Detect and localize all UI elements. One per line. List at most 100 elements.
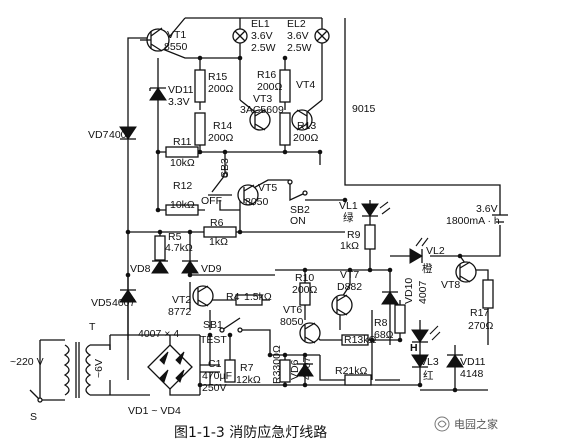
vt6-transistor xyxy=(299,322,321,344)
bridge-rectifier xyxy=(147,344,193,390)
label-vd11-top: VD11 xyxy=(168,84,194,96)
label-el2: EL2 xyxy=(287,18,306,30)
label-vd6: VD6 xyxy=(289,359,301,380)
label-r14: R14 xyxy=(213,120,232,132)
wires xyxy=(39,17,501,401)
vd11-bottom-diode xyxy=(446,354,464,368)
vd5-diode xyxy=(119,289,137,303)
label-sb1: SB1 xyxy=(203,319,223,331)
label-vd9: VD9 xyxy=(201,263,222,275)
label-vt7-type: D882 xyxy=(337,281,362,293)
label-el1-v: 3.6V xyxy=(251,30,273,42)
label-vt5: VT5 xyxy=(258,182,277,194)
label-r17: R17 xyxy=(470,307,489,319)
label-r10-v: 200Ω xyxy=(292,284,318,296)
label-r13: R13 xyxy=(297,120,316,132)
label-c1: C1 xyxy=(208,358,222,370)
label-vt5-type: 8050 xyxy=(245,196,269,208)
r11-resistor xyxy=(165,146,199,158)
sb3-switch xyxy=(208,172,232,196)
label-vt6: VT6 xyxy=(283,304,302,316)
r13k-resistor xyxy=(341,334,369,346)
label-r17-v: 270Ω xyxy=(468,320,494,332)
transformer-icon xyxy=(63,342,111,398)
vt1-transistor xyxy=(140,27,170,52)
label-r8-v: 68Ω xyxy=(374,329,394,341)
vd8-diode xyxy=(151,260,169,274)
el2-lamp-icon xyxy=(314,28,330,44)
label-vt3: VT3 xyxy=(253,93,272,105)
label-r15-v: 200Ω xyxy=(208,83,234,95)
label-vd7: VD7 xyxy=(88,129,109,141)
label-r2: R21kΩ xyxy=(335,365,368,377)
label-r14-v: 200Ω xyxy=(208,132,234,144)
label-batt-c: 1800mA · h xyxy=(446,215,500,227)
label-r6: R6 xyxy=(210,217,224,229)
label-vd7-type: 4007 xyxy=(109,129,133,141)
label-el2-w: 2.5W xyxy=(287,42,312,54)
r12-resistor xyxy=(165,204,199,216)
vt4-transistor xyxy=(291,109,313,131)
r5-resistor xyxy=(154,235,166,261)
r7-resistor xyxy=(224,359,236,383)
r3-resistor xyxy=(279,359,291,383)
label-r7: R7 xyxy=(240,362,254,374)
label-vt1: VT1 xyxy=(167,29,186,41)
label-off: OFF xyxy=(201,195,222,207)
label-9015: 9015 xyxy=(352,103,376,115)
vl3-led-icon xyxy=(411,354,429,368)
label-vl1: VL1 xyxy=(339,200,358,212)
label-r7-v: 12kΩ xyxy=(236,374,261,386)
vd10-diode xyxy=(381,291,399,305)
h-indicator-led-icon xyxy=(411,325,441,343)
label-r5: R5 xyxy=(168,231,182,243)
r16-resistor xyxy=(279,69,291,103)
r2-resistor xyxy=(344,374,372,386)
label-c1-v: 470μF xyxy=(202,370,232,382)
label-r5-v: 4.7kΩ xyxy=(165,242,193,254)
vd7-diode xyxy=(119,126,137,140)
label-vt1-type: 8550 xyxy=(164,41,188,53)
c1-capacitor xyxy=(200,364,220,385)
label-s: S xyxy=(30,411,37,423)
vt7-transistor xyxy=(331,294,353,316)
label-r13-v: 200Ω xyxy=(293,132,319,144)
label-r11: R11 xyxy=(173,136,192,148)
label-r11-v: 10kΩ xyxy=(170,157,195,169)
label-vt7: VT7 xyxy=(340,269,359,281)
label-r9: R9 xyxy=(347,229,361,241)
r6-resistor xyxy=(203,226,237,238)
junction-dots xyxy=(125,55,463,393)
label-vt2: VT2 xyxy=(172,294,191,306)
label-r15: R15 xyxy=(208,71,227,83)
labels: VT1 8550 EL1 3.6V 2.5W EL2 3.6V 2.5W VD1… xyxy=(10,18,500,423)
label-vl2-color: 橙 xyxy=(422,262,433,275)
label-sb2: SB2 xyxy=(290,204,310,216)
label-vt6-type: 8050 xyxy=(280,316,304,328)
r17-resistor xyxy=(482,279,494,309)
el1-lamp-icon xyxy=(232,28,248,44)
label-r13k: R13kΩ xyxy=(344,334,377,346)
r15-resistor xyxy=(194,69,206,103)
label-r4-v: 1.5kΩ xyxy=(244,291,272,303)
label-r12: R12 xyxy=(173,180,192,192)
label-t: T xyxy=(89,321,96,333)
label-vt4: VT4 xyxy=(296,79,315,91)
vt3-transistor xyxy=(249,109,271,131)
label-vd5-type: 4007 xyxy=(112,297,136,309)
label-vt3-type: 3AC5609 xyxy=(240,104,284,116)
label-r9-v: 1kΩ xyxy=(340,240,359,252)
label-vt8: VT8 xyxy=(441,279,460,291)
label-r3: R3300Ω xyxy=(271,345,283,384)
label-mains: ~220 V xyxy=(10,356,44,368)
label-vt2-type: 8772 xyxy=(168,306,192,318)
r13-resistor xyxy=(279,112,291,146)
label-vd10: VD10 xyxy=(403,278,415,304)
vl2-led-icon xyxy=(409,237,429,264)
vt2-transistor xyxy=(192,285,214,307)
sb1-switch xyxy=(219,327,243,333)
label-vd11-top-v: 3.3V xyxy=(168,96,190,108)
vd6-diode xyxy=(296,363,314,377)
label-el1: EL1 xyxy=(251,18,270,30)
